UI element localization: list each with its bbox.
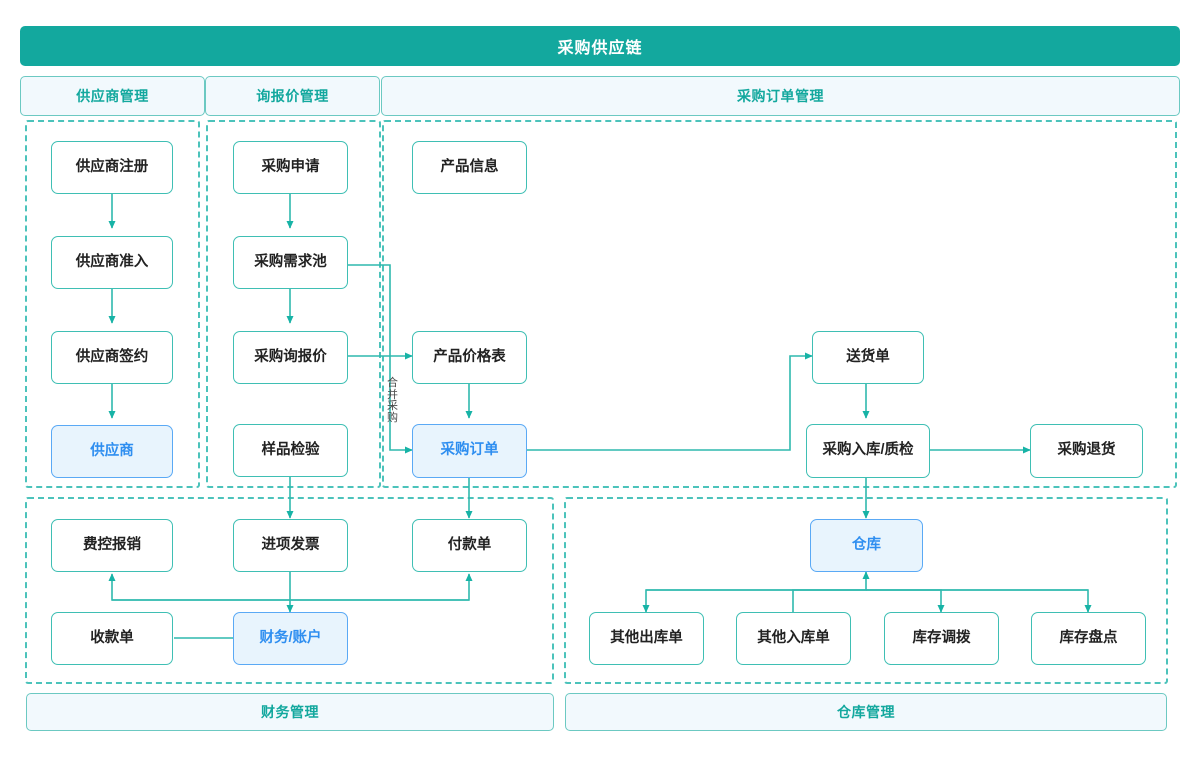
node-expense-claim[interactable]: 费控报销 bbox=[51, 519, 173, 572]
node-supplier[interactable]: 供应商 bbox=[51, 425, 173, 478]
node-receipt-qc[interactable]: 采购入库/质检 bbox=[806, 424, 930, 478]
node-supplier-access[interactable]: 供应商准入 bbox=[51, 236, 173, 289]
group-footer-finance[interactable]: 财务管理 bbox=[26, 693, 554, 731]
group-header-rfq[interactable]: 询报价管理 bbox=[205, 76, 380, 116]
zone-supplier bbox=[25, 120, 200, 488]
group-header-purchase-order[interactable]: 采购订单管理 bbox=[381, 76, 1180, 116]
page-title: 采购供应链 bbox=[20, 26, 1180, 66]
node-payment-note[interactable]: 付款单 bbox=[412, 519, 527, 572]
node-product-info[interactable]: 产品信息 bbox=[412, 141, 527, 194]
node-sample-inspection[interactable]: 样品检验 bbox=[233, 424, 348, 477]
node-warehouse[interactable]: 仓库 bbox=[810, 519, 923, 572]
node-finance-account[interactable]: 财务/账户 bbox=[233, 612, 348, 665]
node-rfq-quote[interactable]: 采购询报价 bbox=[233, 331, 348, 384]
group-footer-warehouse[interactable]: 仓库管理 bbox=[565, 693, 1167, 731]
node-purchase-request[interactable]: 采购申请 bbox=[233, 141, 348, 194]
node-supplier-register[interactable]: 供应商注册 bbox=[51, 141, 173, 194]
group-header-supplier[interactable]: 供应商管理 bbox=[20, 76, 205, 116]
node-delivery-note[interactable]: 送货单 bbox=[812, 331, 924, 384]
node-stock-transfer[interactable]: 库存调拨 bbox=[884, 612, 999, 665]
node-other-outbound[interactable]: 其他出库单 bbox=[589, 612, 704, 665]
node-purchase-order[interactable]: 采购订单 bbox=[412, 424, 527, 478]
node-other-inbound[interactable]: 其他入库单 bbox=[736, 612, 851, 665]
node-stock-count[interactable]: 库存盘点 bbox=[1031, 612, 1146, 665]
node-demand-pool[interactable]: 采购需求池 bbox=[233, 236, 348, 289]
node-purchase-return[interactable]: 采购退货 bbox=[1030, 424, 1143, 478]
edge-label-merge-purchase: 合并采购 bbox=[387, 377, 398, 424]
node-supplier-contract[interactable]: 供应商签约 bbox=[51, 331, 173, 384]
node-input-invoice[interactable]: 进项发票 bbox=[233, 519, 348, 572]
node-price-list[interactable]: 产品价格表 bbox=[412, 331, 527, 384]
node-receipt-note[interactable]: 收款单 bbox=[51, 612, 173, 665]
